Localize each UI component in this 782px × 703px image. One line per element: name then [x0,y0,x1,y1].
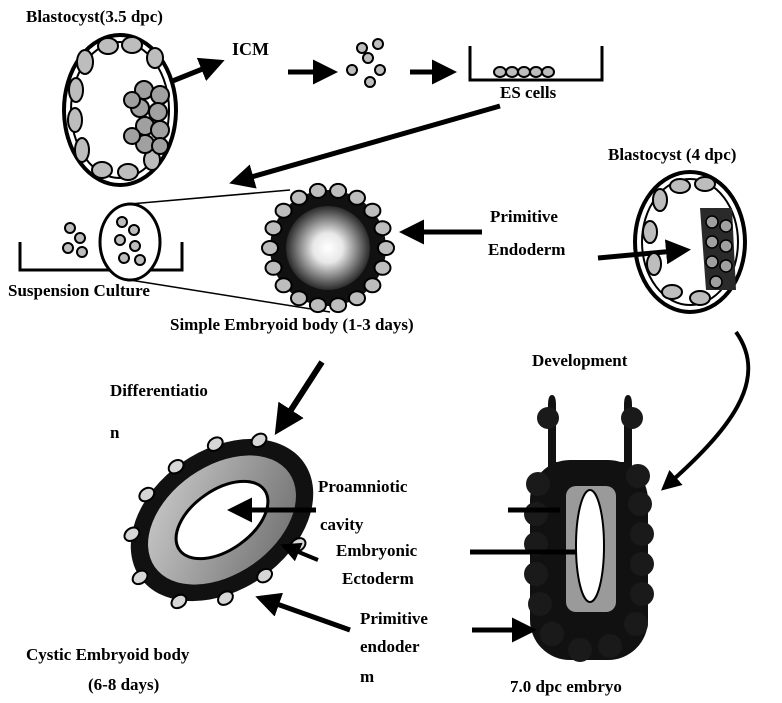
label-embryonic-2: Ectoderm [342,570,414,589]
arrow-blastocyst-to-icm [170,62,220,82]
label-simple-eb: Simple Embryoid body (1-3 days) [170,316,414,335]
eb-surface-cell [364,278,380,292]
eb-surface-cell [276,278,292,292]
arrow-development-curve [664,332,748,488]
blastocyst-4-illustration [635,172,745,312]
label-prim-endo2-3: m [360,668,374,687]
eb-surface-cell [266,221,282,235]
eb-surface-cell [375,221,391,235]
label-embryonic-1: Embryonic [336,542,417,561]
arrow-es-to-suspension [234,106,500,182]
label-blastocyst-35: Blastocyst(3.5 dpc) [26,8,163,27]
label-cystic-eb-2: (6-8 days) [88,676,159,695]
arrow-differentiation [278,362,322,430]
es-cell-dish [470,46,602,80]
label-prim-endo2-2: endoder [360,638,420,657]
label-embryo-70: 7.0 dpc embryo [510,678,622,697]
label-proamniotic-2: cavity [320,516,363,535]
simple-embryoid-body [262,184,394,312]
label-primitive-endoderm-2: Endoderm [488,241,565,260]
eb-surface-cell [349,191,365,205]
label-cystic-eb-1: Cystic Embryoid body [26,646,189,665]
label-suspension-culture: Suspension Culture [8,282,150,301]
eb-surface-cell [262,241,278,255]
label-prim-endo2-1: Primitive [360,610,428,629]
label-differentiation-1: Differentiatio [110,382,208,401]
eb-surface-cell [291,291,307,305]
eb-surface-cell [375,261,391,275]
embryo-70-illustration [524,395,654,662]
eb-surface-cell [291,191,307,205]
eb-surface-cell [349,291,365,305]
arrow-primitive-endoderm-cystic [260,598,350,630]
eb-surface-cell [330,298,346,312]
cystic-embryoid-body [90,400,348,644]
eb-surface-cell [276,204,292,218]
icm-cells [347,39,385,87]
label-icm: ICM [232,40,269,60]
blastocyst-35-illustration [64,35,176,185]
eb-surface-cell [310,298,326,312]
label-blastocyst-4: Blastocyst (4 dpc) [608,146,736,165]
label-development: Development [532,352,627,371]
label-primitive-endoderm-1: Primitive [490,208,558,227]
label-proamniotic-1: Proamniotic [318,478,407,497]
eb-surface-cell [310,184,326,198]
eb-surface-cell [266,261,282,275]
label-differentiation-2: n [110,424,119,443]
label-es-cells: ES cells [500,84,556,103]
eb-surface-cell [378,241,394,255]
eb-surface-cell [330,184,346,198]
eb-surface-cell [364,204,380,218]
